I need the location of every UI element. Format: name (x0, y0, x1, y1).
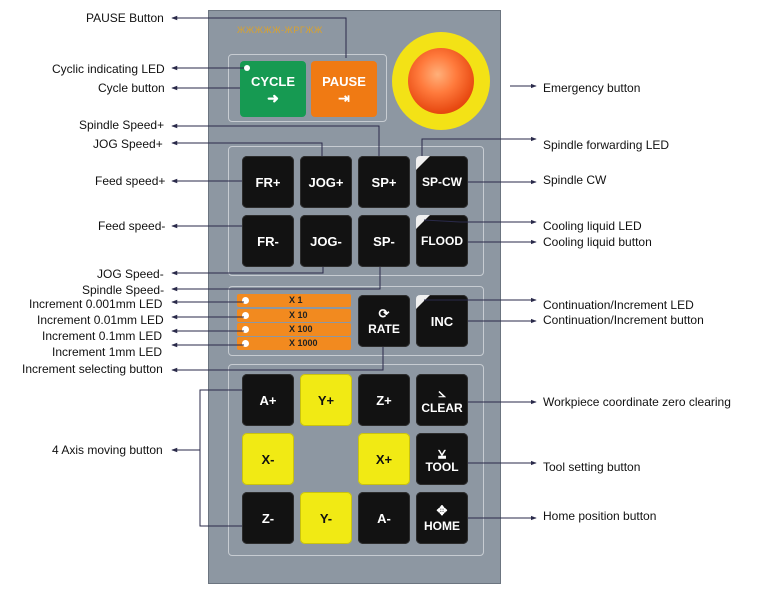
key-label: FR+ (255, 174, 281, 190)
rate-key[interactable]: ⟳ RATE (358, 295, 410, 347)
spindle-cw-led (416, 156, 430, 170)
increment-x1-row: X 1 (237, 294, 351, 307)
label-spindle-cw: Spindle CW (543, 173, 607, 187)
key-label: FLOOD (421, 234, 463, 248)
key-label: INC (430, 313, 454, 329)
label-cyclic-led: Cyclic indicating LED (52, 62, 165, 76)
y-plus-key[interactable]: Y+ (300, 374, 352, 426)
label-cycle-button: Cycle button (98, 81, 165, 95)
label-jog-speed-minus: JOG Speed- (97, 267, 164, 281)
label-cont-inc-led: Continuation/Increment LED (543, 298, 694, 312)
increment-x10-label: X 10 (289, 310, 308, 320)
key-label: A+ (259, 392, 277, 408)
increment-x100-row: X 100 (237, 323, 351, 336)
label-workpiece-zero: Workpiece coordinate zero clearing (543, 395, 731, 409)
increment-x100-led (242, 326, 249, 333)
brand-text: ЖЖЖЖЖ-ЖРГЖЖ (237, 25, 323, 35)
a-minus-key[interactable]: A- (358, 492, 410, 544)
label-inc-select-button: Increment selecting button (22, 362, 163, 376)
key-label: JOG- (310, 233, 342, 249)
y-minus-key[interactable]: Y- (300, 492, 352, 544)
x-minus-key[interactable]: X- (242, 433, 294, 485)
increment-x1-label: X 1 (289, 295, 303, 305)
key-label: RATE (368, 321, 400, 336)
tool-key[interactable]: ⩣ TOOL (416, 433, 468, 485)
z-plus-key[interactable]: Z+ (358, 374, 410, 426)
key-label: Y- (319, 510, 333, 526)
a-plus-key[interactable]: A+ (242, 374, 294, 426)
label-inc-001-led: Increment 0.01mm LED (37, 313, 164, 327)
key-label: FR- (257, 233, 279, 249)
flood-key[interactable]: FLOOD (416, 215, 468, 267)
emergency-stop-button[interactable] (408, 48, 474, 114)
increment-x10-led (242, 312, 249, 319)
increment-x100-label: X 100 (289, 324, 313, 334)
pause-label: PAUSE (322, 73, 366, 89)
feed-minus-key[interactable]: FR- (242, 215, 294, 267)
label-inc-0001-led: Increment 0.001mm LED (29, 297, 163, 311)
label-inc-1-led: Increment 1mm LED (52, 345, 163, 359)
key-label: SP-CW (422, 175, 462, 189)
key-label: SP- (373, 233, 395, 249)
label-cooling-led: Cooling liquid LED (543, 219, 642, 233)
jog-minus-key[interactable]: JOG- (300, 215, 352, 267)
drill-bit-icon: ⩣ (438, 443, 446, 459)
home-target-icon: ✥ (436, 502, 448, 518)
key-label: HOME (424, 518, 460, 533)
increment-x1000-led (242, 340, 249, 347)
z-minus-key[interactable]: Z- (242, 492, 294, 544)
label-cont-inc-button: Continuation/Increment button (543, 313, 704, 327)
pause-icon: ⇥ (338, 89, 350, 106)
increment-x10-row: X 10 (237, 309, 351, 322)
label-cooling-button: Cooling liquid button (543, 235, 652, 249)
home-key[interactable]: ✥ HOME (416, 492, 468, 544)
key-label: SP+ (371, 174, 397, 190)
cycle-label: CYCLE (250, 73, 296, 89)
spindle-cw-key[interactable]: SP-CW (416, 156, 468, 208)
key-label: CLEAR (421, 400, 463, 415)
spindle-minus-key[interactable]: SP- (358, 215, 410, 267)
key-label: Z- (261, 510, 275, 526)
cycle-led (244, 65, 250, 71)
label-jog-speed-plus: JOG Speed+ (93, 137, 163, 151)
label-emergency-button: Emergency button (543, 81, 641, 95)
increment-x1000-label: X 1000 (289, 338, 318, 348)
label-axis-moving-button: 4 Axis moving button (52, 443, 163, 457)
key-label: X- (261, 451, 275, 467)
rotate-icon: ⟳ (378, 305, 390, 321)
label-spindle-speed-minus: Spindle Speed- (82, 283, 165, 297)
label-spindle-speed-plus: Spindle Speed+ (79, 118, 165, 132)
key-label: Z+ (376, 392, 392, 408)
spindle-plus-key[interactable]: SP+ (358, 156, 410, 208)
increment-x1-led (242, 297, 249, 304)
label-spindle-forward-led: Spindle forwarding LED (543, 138, 670, 152)
coordinate-zero-icon: ⦣ (438, 384, 446, 400)
jog-plus-key[interactable]: JOG+ (300, 156, 352, 208)
label-feed-speed-minus: Feed speed- (98, 219, 166, 233)
label-feed-speed-plus: Feed speed+ (95, 174, 166, 188)
key-label: Y+ (317, 392, 335, 408)
increment-x1000-row: X 1000 (237, 337, 351, 350)
play-arrow-icon: ➜ (267, 89, 279, 106)
label-inc-01-led: Increment 0.1mm LED (42, 329, 163, 343)
clear-key[interactable]: ⦣ CLEAR (416, 374, 468, 426)
inc-key[interactable]: INC (416, 295, 468, 347)
cycle-button[interactable]: CYCLE ➜ (240, 61, 306, 117)
flood-led (416, 215, 430, 229)
label-tool-setting: Tool setting button (543, 460, 641, 474)
label-pause-button: PAUSE Button (86, 11, 164, 25)
pause-button[interactable]: PAUSE ⇥ (311, 61, 377, 117)
feed-plus-key[interactable]: FR+ (242, 156, 294, 208)
inc-led (416, 295, 430, 309)
label-home-position: Home position button (543, 509, 657, 523)
key-label: X+ (375, 451, 393, 467)
x-plus-key[interactable]: X+ (358, 433, 410, 485)
key-label: A- (377, 510, 391, 526)
key-label: TOOL (425, 459, 459, 474)
key-label: JOG+ (308, 174, 344, 190)
